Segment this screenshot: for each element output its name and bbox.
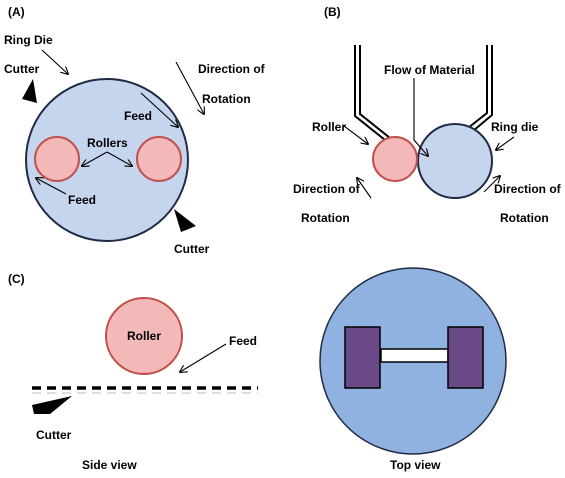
flow-label: Flow of Material [384, 63, 475, 77]
hopper-right-wall-inner [472, 45, 493, 132]
roller-arrow-b [343, 125, 368, 144]
roller-circle-b [372, 136, 418, 182]
side-roller-label: Roller [127, 329, 161, 343]
side-roller-circle [105, 297, 183, 375]
dir-left-arrow [357, 178, 372, 199]
rollers-arrow-right [106, 151, 132, 166]
rotation-arrow [175, 61, 204, 114]
hopper-left-wall [354, 45, 386, 141]
side-view-label: Side view [82, 458, 137, 472]
side-feed-label: Feed [229, 334, 257, 348]
top-view-label: Top view [390, 458, 441, 472]
cutter-bottom-label: Cutter [174, 242, 210, 256]
panel-a: (A) Ring Die Cutter Direction of Rotatio… [4, 5, 266, 256]
top-view-roller-right [447, 326, 484, 389]
side-cutter-icon [32, 396, 72, 414]
direction-label-line1: Direction of [198, 62, 266, 76]
ring-die-circle-b [417, 123, 493, 199]
roller-left [34, 136, 80, 182]
side-feed-arrow [180, 343, 227, 372]
ring-die-label-b: Ring die [491, 120, 539, 134]
ring-die-arrow-b [496, 136, 515, 150]
top-view-shaft [380, 348, 449, 363]
panel-c-tag: (C) [8, 272, 25, 286]
direction-label-line2: Rotation [202, 92, 251, 106]
rollers-arrow-left [82, 151, 108, 166]
panel-a-tag: (A) [8, 5, 25, 19]
dir-right-line1: Direction of [494, 182, 562, 196]
ring-die-arrow [41, 49, 68, 74]
feed-top-arrow [140, 92, 178, 127]
dir-right-line2: Rotation [500, 211, 549, 225]
ring-die-label: Ring Die [4, 33, 53, 47]
dir-left-line2: Rotation [301, 211, 350, 225]
cutter-bottom-icon [174, 209, 196, 232]
hopper-right-wall [467, 45, 488, 129]
flow-arrow [413, 78, 428, 156]
roller-right [136, 136, 182, 182]
panel-b: (B) Flow of Material Roller Ring die Dir… [293, 5, 562, 225]
ring-die-circle [25, 78, 189, 242]
feed-bottom-arrow [36, 178, 67, 195]
rollers-label: Rollers [87, 136, 128, 150]
top-view-roller-left [344, 326, 381, 389]
hopper-left-wall-inner [359, 45, 391, 139]
feed-bottom-label: Feed [68, 193, 96, 207]
dir-right-arrow [483, 176, 500, 193]
feed-top-label: Feed [124, 109, 152, 123]
cutter-top-label: Cutter [4, 62, 40, 76]
roller-label-b: Roller [312, 120, 346, 134]
cutter-top-icon [22, 79, 37, 103]
side-cutter-label: Cutter [36, 428, 72, 442]
panel-b-tag: (B) [324, 5, 341, 19]
panel-c: (C) Roller Feed Cutter Side view Top vie… [8, 267, 507, 472]
dir-left-line1: Direction of [293, 182, 361, 196]
